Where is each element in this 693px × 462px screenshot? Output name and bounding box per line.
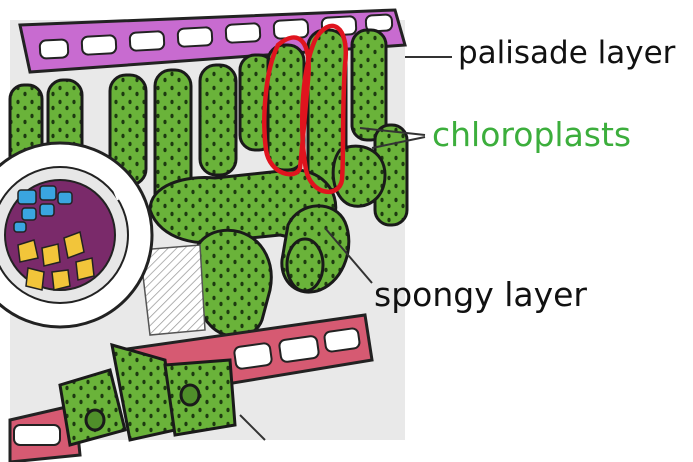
label-palisade-layer: palisade layer xyxy=(458,38,675,69)
label-spongy-layer: spongy layer xyxy=(374,278,587,311)
label-chloroplasts: chloroplasts xyxy=(432,118,631,151)
